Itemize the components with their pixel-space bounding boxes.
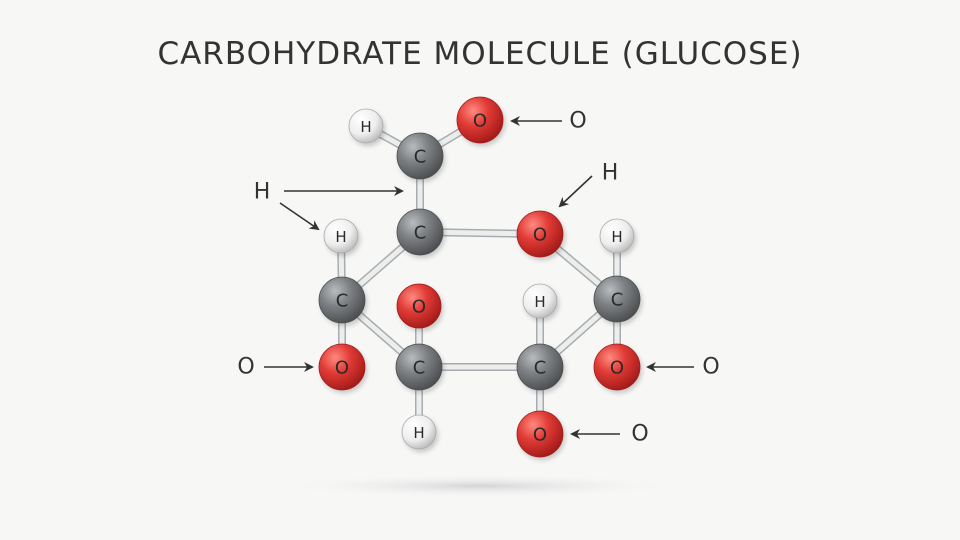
atom-h-h_mid: H — [522, 283, 558, 319]
atom-o-o_bottom: O — [516, 410, 564, 458]
callout-label: O — [237, 355, 254, 380]
diagram-title: CARBOHYDRATE MOLECULE (GLUCOSE) — [157, 36, 803, 72]
atom-label: C — [611, 290, 624, 311]
atom-label: H — [611, 228, 622, 246]
callouts-layer: O H H O O O — [237, 109, 719, 447]
atom-h-h_right: H — [599, 218, 635, 254]
callout-o-right: O — [646, 355, 720, 380]
atom-o-o_right: O — [593, 343, 641, 391]
callout-o-top: O — [510, 109, 587, 134]
atom-c-c5: C — [516, 343, 564, 391]
atom-label: C — [534, 358, 547, 379]
callout-label: O — [702, 355, 719, 380]
atom-h-h_bottom: H — [401, 414, 437, 450]
atom-c-c1: C — [396, 132, 444, 180]
bonds-layer — [337, 116, 621, 438]
atoms-layer: H O C C O H H C O H C O C C O H O — [318, 96, 641, 458]
callout-h-left — [279, 202, 320, 231]
callout-h-ring-o: H — [558, 161, 619, 208]
atom-label: O — [412, 297, 426, 318]
atom-o-o_top: O — [456, 96, 504, 144]
arrow-icon — [558, 175, 593, 208]
atom-c-c2: C — [396, 208, 444, 256]
atom-label: H — [534, 293, 545, 311]
atom-o-o_left: O — [318, 343, 366, 391]
arrow-icon — [279, 202, 320, 231]
atom-label: C — [336, 291, 349, 312]
atom-o-o_ring: O — [516, 210, 564, 258]
atom-label: H — [360, 118, 371, 136]
atom-label: O — [473, 111, 487, 132]
atom-label: C — [414, 223, 427, 244]
atom-label: O — [533, 225, 547, 246]
callout-h-bond: H — [254, 180, 404, 205]
atom-h-h_top: H — [348, 108, 384, 144]
atom-label: O — [610, 358, 624, 379]
atom-c-c6: C — [593, 275, 641, 323]
floor-shadow — [280, 474, 680, 498]
callout-label: O — [631, 422, 648, 447]
atom-label: H — [413, 424, 424, 442]
atom-c-c4: C — [395, 343, 443, 391]
callout-label: O — [569, 109, 586, 134]
atom-label: O — [533, 425, 547, 446]
callout-label: H — [602, 161, 619, 186]
atom-label: O — [335, 358, 349, 379]
atom-label: C — [414, 147, 427, 168]
atom-label: H — [335, 228, 346, 246]
atom-label: C — [413, 358, 426, 379]
atom-h-h_left: H — [323, 218, 359, 254]
atom-c-c3: C — [318, 276, 366, 324]
callout-label: H — [254, 180, 271, 205]
callout-o-left: O — [237, 355, 314, 380]
callout-o-bottom: O — [570, 422, 649, 447]
atom-o-o_mid: O — [396, 283, 442, 329]
